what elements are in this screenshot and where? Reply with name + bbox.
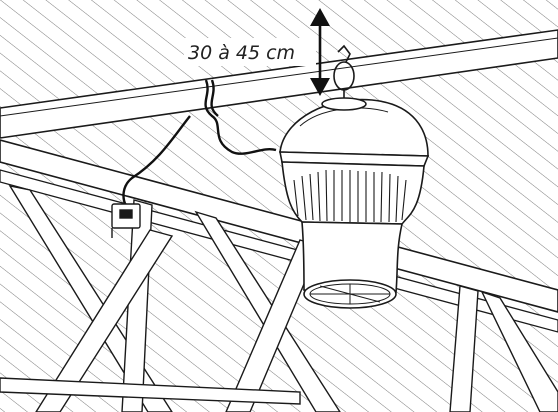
power-cable xyxy=(122,79,277,207)
dimension-arrow xyxy=(310,8,330,96)
distance-label: 30 à 45 cm xyxy=(188,42,295,64)
ceiling-beam xyxy=(0,29,558,139)
dimension-label-bg xyxy=(184,38,316,66)
truss-bottom-chord xyxy=(0,377,301,405)
fan-heater-unit xyxy=(279,97,430,309)
junction-box xyxy=(111,203,141,238)
truss-web xyxy=(8,184,558,412)
